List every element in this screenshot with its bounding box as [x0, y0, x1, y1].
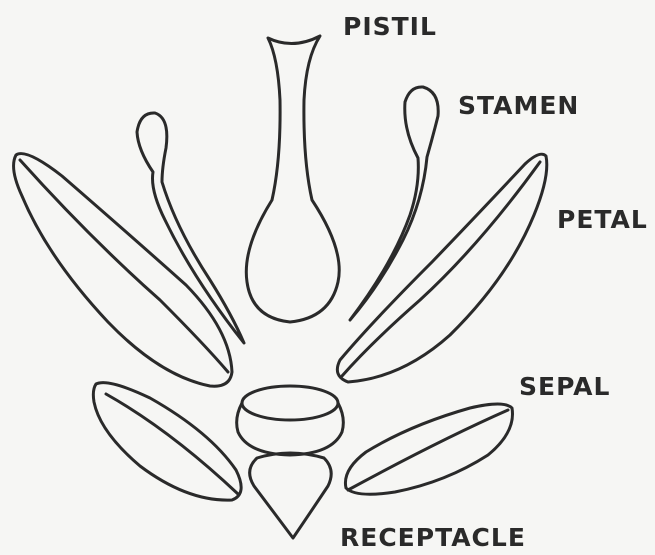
- stamen-label: STAMEN: [458, 93, 579, 118]
- sepal-label: SEPAL: [519, 374, 610, 399]
- receptacle-cup-rim: [242, 386, 338, 420]
- pistil-label: PISTIL: [343, 14, 437, 39]
- receptacle-label: RECEPTACLE: [340, 525, 526, 550]
- petal-left-vein: [20, 160, 228, 372]
- receptacle-cup-body: [237, 403, 344, 455]
- petal-label: PETAL: [557, 207, 648, 232]
- stamen-left-shape: [137, 113, 244, 343]
- pistil-shape: [246, 36, 339, 322]
- receptacle-base: [250, 453, 332, 538]
- sepal-left-vein: [106, 394, 238, 494]
- stamen-right-shape: [350, 87, 438, 320]
